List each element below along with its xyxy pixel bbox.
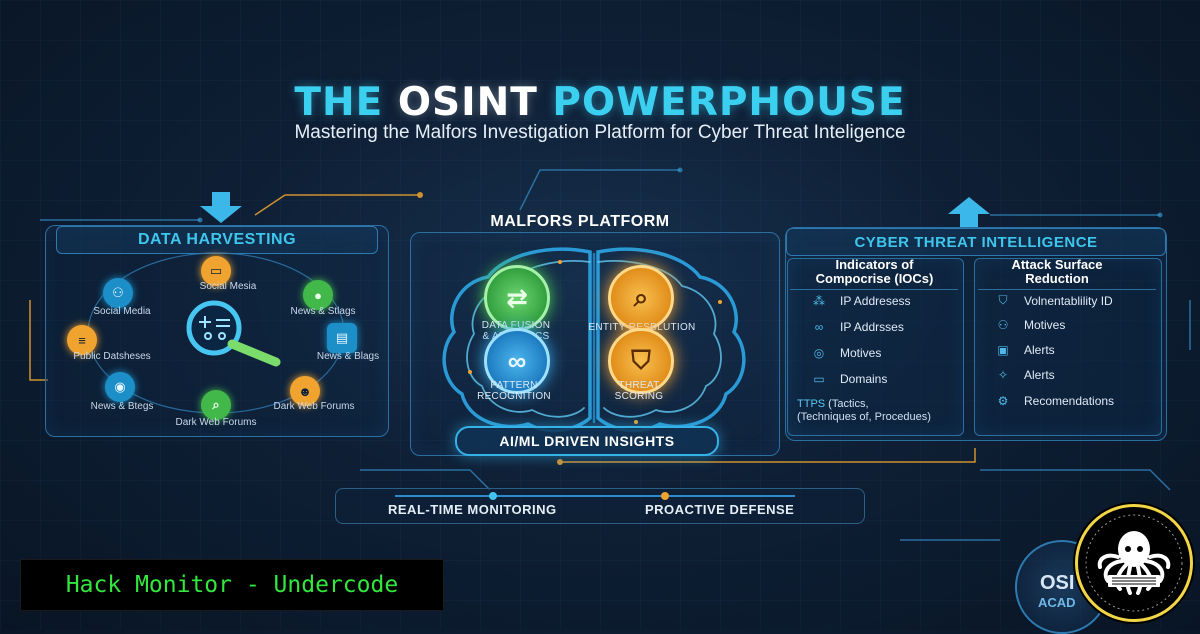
- attack-surface-heading: Attack Surface Reduction: [1011, 257, 1103, 286]
- node-label: Dark Web Forums: [175, 417, 257, 428]
- users-icon: ⚇: [997, 318, 1009, 332]
- ioc-item: ◎Motives: [808, 346, 882, 360]
- node-label: Dark Web Forums: [273, 401, 355, 412]
- real-time-monitoring: REAL-TIME MONITORING: [388, 502, 557, 517]
- alert-box-icon: ▣: [997, 343, 1009, 357]
- ai-ml-insights-pill: AI/ML DRIVEN INSIGHTS: [455, 426, 719, 456]
- attack-item: ⚇Motives: [992, 318, 1066, 332]
- screen-icon: ▭: [813, 372, 825, 386]
- divider: [978, 289, 1156, 290]
- ttps-text: TTPS (Tactics, (Techniques of, Procedues…: [797, 398, 931, 423]
- shield-icon: ⛉: [608, 328, 674, 394]
- attack-surface-subpanel: [974, 258, 1162, 436]
- arrow-down-icon: [200, 192, 242, 223]
- attack-item: ✧Alerts: [992, 368, 1055, 382]
- page-subtitle: Mastering the Malfors Investigation Plat…: [294, 122, 906, 143]
- proactive-defense: PROACTIVE DEFENSE: [645, 502, 795, 517]
- monitor-icon: ▭: [201, 256, 231, 286]
- ioc-item: ⁂IP Addresess: [808, 294, 911, 308]
- network-icon: ⁂: [813, 294, 825, 308]
- gear-icon: ⚙: [997, 394, 1009, 408]
- cti-title: CYBER THREAT INTELLIGENCE: [786, 228, 1166, 256]
- title-part-2: OSINT: [397, 80, 538, 125]
- mask-icon: ☻: [290, 376, 320, 406]
- title-part-3: POWERPHOUSE: [537, 80, 906, 125]
- octopus-icon: [1085, 514, 1183, 612]
- camera-icon: ◉: [105, 372, 135, 402]
- arrow-up-icon: [948, 197, 990, 227]
- badge-text-line2: ACAD: [1038, 595, 1076, 610]
- link-icon: ∞: [484, 328, 550, 394]
- node-label: Public Datsheses: [73, 351, 151, 362]
- page-title: THE OSINT POWERPHOUSE: [0, 80, 1200, 125]
- ioc-heading: Indicators of Compocrise (IOCs): [815, 257, 934, 286]
- search-icon: ⌕: [201, 390, 231, 420]
- attack-item: ⚙Recomendations: [992, 394, 1114, 408]
- database-icon: ≡: [67, 325, 97, 355]
- people-icon: ⚇: [103, 278, 133, 308]
- ioc-item: ▭Domains: [808, 372, 887, 386]
- monitoring-connector: [395, 492, 795, 500]
- swap-arrows-icon: ⇄: [484, 265, 550, 331]
- ioc-subpanel: [787, 258, 964, 436]
- cell-label-pattern-recognition: PATTERN RECOGNITION: [477, 380, 551, 402]
- shield-icon: ⛉: [998, 293, 1008, 307]
- magnifier-search-icon: [186, 300, 281, 367]
- node-label: Social Mesia: [199, 281, 257, 292]
- cell-label-entity-resolution: ENTITY RESBLUTION: [588, 322, 696, 333]
- node-label: News & Stlags: [290, 306, 356, 317]
- platform-title: MALFORS PLATFORM: [490, 213, 670, 230]
- title-part-1: THE: [294, 80, 398, 125]
- star-alert-icon: ✧: [997, 368, 1009, 382]
- attack-item: ⛉Volnentablility ID: [992, 293, 1112, 308]
- brain-outline-icon: [442, 247, 746, 433]
- divider: [790, 289, 958, 290]
- document-icon: ▤: [327, 323, 357, 353]
- badge-text-line1: OSI: [1040, 572, 1075, 594]
- node-label: Social Media: [93, 306, 151, 317]
- monitoring-box: [335, 488, 865, 524]
- cell-label-threat-scoring: THREAT SCORING: [614, 380, 664, 402]
- node-label: News & Btegs: [90, 401, 154, 412]
- data-harvesting-title: DATA HARVESTING: [56, 226, 378, 254]
- attack-item: ▣Alerts: [992, 343, 1054, 357]
- ioc-item: ∞IP Addrsses: [808, 320, 904, 334]
- nodes-icon: ∞: [814, 320, 824, 334]
- person-icon: ●: [303, 280, 333, 310]
- node-label: News & Blags: [316, 351, 380, 362]
- target-icon: ◎: [813, 346, 825, 360]
- hack-monitor-banner: Hack Monitor - Undercode: [20, 559, 444, 611]
- octopus-logo: [1075, 504, 1193, 622]
